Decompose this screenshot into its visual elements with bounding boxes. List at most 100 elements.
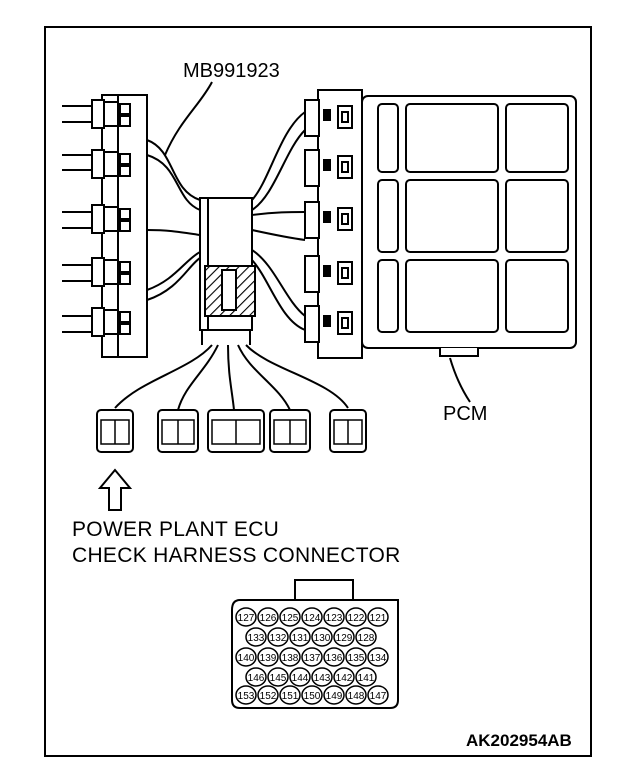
pcm-connector-unit (304, 255, 353, 293)
svg-text:150: 150 (304, 691, 321, 702)
connector-pin: 124 (301, 607, 323, 627)
connector-pin: 133 (245, 627, 267, 647)
left-lead-wires (62, 105, 92, 333)
pcm-leader-line (449, 357, 471, 403)
svg-text:142: 142 (336, 673, 353, 684)
svg-text:134: 134 (370, 653, 387, 664)
svg-text:144: 144 (292, 673, 309, 684)
svg-text:125: 125 (282, 613, 299, 624)
pcm-body (361, 95, 577, 357)
pcm-cables (251, 111, 306, 331)
connector-pin: 126 (257, 607, 279, 627)
svg-text:140: 140 (238, 653, 255, 664)
svg-text:153: 153 (238, 691, 255, 702)
left-connector-unit (91, 257, 131, 287)
svg-text:122: 122 (348, 613, 365, 624)
svg-text:136: 136 (326, 653, 343, 664)
connector-pin: 122 (345, 607, 367, 627)
svg-text:148: 148 (348, 691, 365, 702)
harness-plug (269, 409, 311, 453)
harness-plug (207, 409, 265, 453)
connector-pin: 145 (267, 667, 289, 687)
left-cables (146, 139, 201, 301)
harness-plug (157, 409, 199, 453)
svg-text:135: 135 (348, 653, 365, 664)
center-bundle (199, 197, 256, 345)
connector-pin: 131 (289, 627, 311, 647)
connector-pin: 141 (355, 667, 377, 687)
connector-pin: 139 (257, 647, 279, 667)
pcm-connector-unit (304, 201, 353, 239)
connector-pin: 125 (279, 607, 301, 627)
connector-pin: 137 (301, 647, 323, 667)
connector-pin: 135 (345, 647, 367, 667)
connector-pin: 130 (311, 627, 333, 647)
harness-plug (329, 409, 367, 453)
connector-pin: 146 (245, 667, 267, 687)
connector-title-line2: CHECK HARNESS CONNECTOR (72, 544, 401, 567)
connector-pin: 129 (333, 627, 355, 647)
connector-pin: 148 (345, 685, 367, 705)
connector-pin: 134 (367, 647, 389, 667)
connector-pin: 128 (355, 627, 377, 647)
svg-text:123: 123 (326, 613, 343, 624)
connector-pin: 151 (279, 685, 301, 705)
left-connector-stack (91, 94, 148, 358)
connector-pin: 138 (279, 647, 301, 667)
svg-text:138: 138 (282, 653, 299, 664)
connector-pin: 123 (323, 607, 345, 627)
svg-text:146: 146 (248, 673, 265, 684)
connector-pin: 144 (289, 667, 311, 687)
svg-text:121: 121 (370, 613, 387, 624)
svg-text:139: 139 (260, 653, 277, 664)
check-harness-plugs (96, 409, 367, 453)
figure-code: AK202954AB (466, 731, 572, 750)
harness-plug (96, 409, 134, 453)
svg-text:130: 130 (314, 633, 331, 644)
connector-pin: 150 (301, 685, 323, 705)
svg-text:126: 126 (260, 613, 277, 624)
tool-label: MB991923 (183, 60, 280, 82)
svg-text:129: 129 (336, 633, 353, 644)
connector-title-line1: POWER PLANT ECU (72, 518, 280, 541)
pcm-connector-block (304, 89, 363, 359)
left-connector-unit (91, 204, 131, 234)
connector-pin: 147 (367, 685, 389, 705)
pcm-label: PCM (443, 403, 488, 425)
svg-text:124: 124 (304, 613, 321, 624)
plug-cables (114, 344, 349, 411)
connector-pin: 142 (333, 667, 355, 687)
connector-pin: 153 (235, 685, 257, 705)
connector-face: 127 126 125 124 123 122 121 133 132 131 130 129 128 1… (231, 579, 399, 709)
svg-text:127: 127 (238, 613, 255, 624)
pcm-connector-unit (304, 99, 353, 137)
pcm-connector-unit (304, 305, 353, 343)
connector-pin: 152 (257, 685, 279, 705)
connector-pin: 121 (367, 607, 389, 627)
svg-text:128: 128 (358, 633, 375, 644)
svg-text:132: 132 (270, 633, 287, 644)
left-connector-unit (91, 99, 131, 129)
svg-text:137: 137 (304, 653, 321, 664)
tool-leader-line (164, 81, 213, 156)
connector-pin: 149 (323, 685, 345, 705)
svg-text:145: 145 (270, 673, 287, 684)
svg-text:141: 141 (358, 673, 375, 684)
connector-pin: 140 (235, 647, 257, 667)
connector-pin: 143 (311, 667, 333, 687)
svg-text:151: 151 (282, 691, 299, 702)
connector-pin: 127 (235, 607, 257, 627)
connector-pin: 132 (267, 627, 289, 647)
svg-text:149: 149 (326, 691, 343, 702)
svg-text:143: 143 (314, 673, 331, 684)
pcm-connector-unit (304, 149, 353, 187)
left-connector-unit (91, 307, 131, 337)
up-arrow-icon (97, 468, 133, 511)
svg-text:131: 131 (292, 633, 309, 644)
connector-pin: 136 (323, 647, 345, 667)
svg-text:147: 147 (370, 691, 387, 702)
figure-frame (44, 26, 592, 757)
svg-text:133: 133 (248, 633, 265, 644)
svg-text:152: 152 (260, 691, 277, 702)
